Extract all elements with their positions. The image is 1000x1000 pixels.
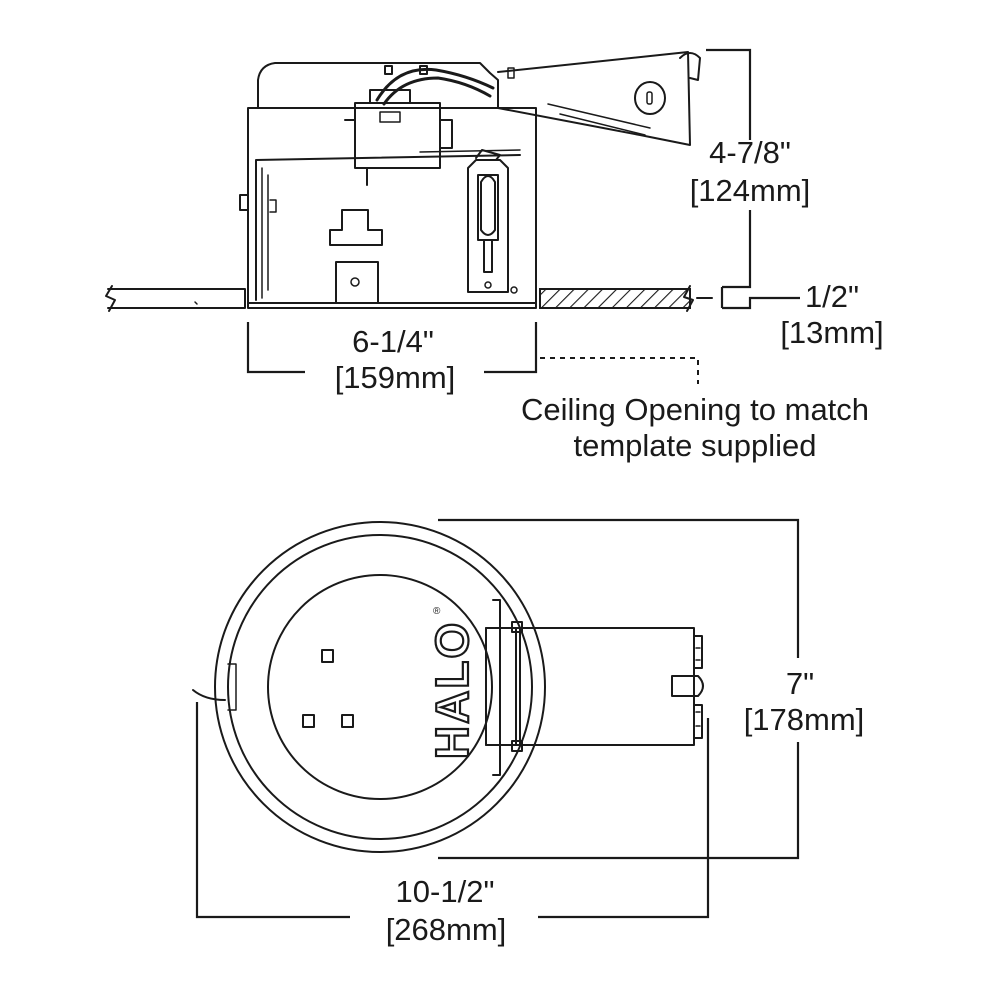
- height-metric-label: [124mm]: [690, 173, 811, 208]
- junction-box-top: [485, 599, 704, 776]
- width-imperial-label: 10-1/2": [396, 874, 495, 909]
- side-view: 4-7/8" [124mm] 1/2" [13mm] 6-1/4" [159mm…: [105, 48, 884, 463]
- opening-metric-label: [159mm]: [335, 360, 456, 395]
- mounting-plate: [247, 302, 537, 309]
- height-imperial-label: 4-7/8": [709, 135, 791, 170]
- top-housing: [257, 62, 499, 109]
- depth-dimension: [438, 518, 800, 860]
- width-dimension: [195, 702, 710, 919]
- mounting-tab: [335, 261, 379, 304]
- ceiling-thickness-metric-label: [13mm]: [780, 315, 883, 350]
- ceiling-note-line1: Ceiling Opening to match: [521, 392, 869, 427]
- thermal-protector: [467, 149, 518, 294]
- height-dimension: [706, 48, 800, 310]
- socket-assembly: [344, 89, 453, 186]
- wiring: [375, 65, 495, 106]
- depth-imperial-label: 7": [786, 666, 814, 701]
- registered-mark: ®: [433, 606, 441, 617]
- lead-wire: [192, 689, 226, 701]
- cutout-marks: [302, 649, 354, 728]
- opening-dimension: [246, 322, 699, 384]
- depth-metric-label: [178mm]: [744, 702, 865, 737]
- housing-box: [239, 107, 537, 304]
- ceiling-thickness-imperial-label: 1/2": [805, 279, 859, 314]
- ceiling-board-section: [539, 285, 713, 312]
- ceiling-board: [105, 285, 246, 312]
- brand-logo: HALO: [426, 621, 478, 759]
- opening-imperial-label: 6-1/4": [352, 324, 434, 359]
- trim-ring: [214, 521, 546, 853]
- top-view: HALO ® 7" [178mm] 10-1/2" [268mm]: [192, 518, 865, 947]
- ceiling-note-line2: template supplied: [574, 428, 817, 463]
- junction-box: [497, 51, 701, 146]
- width-metric-label: [268mm]: [386, 912, 507, 947]
- bracket-cutout: [329, 209, 383, 246]
